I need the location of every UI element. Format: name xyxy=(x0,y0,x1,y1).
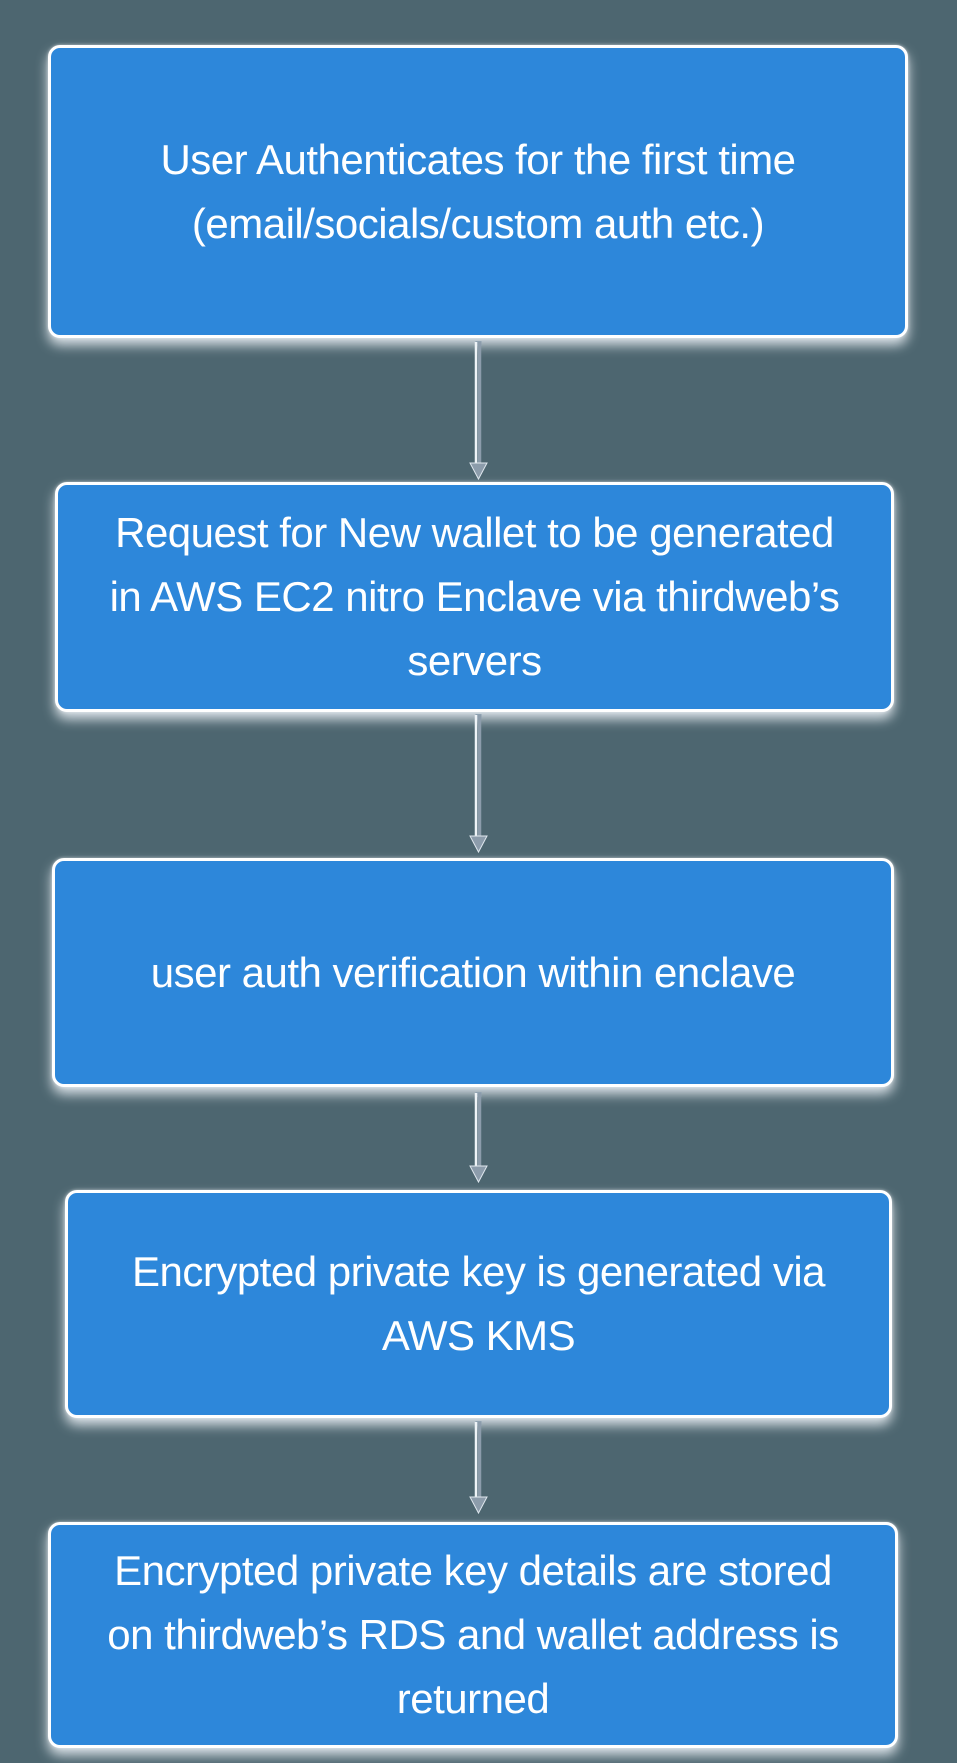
flow-arrow-4 xyxy=(469,1421,488,1515)
node-label: User Authenticates for the first time (e… xyxy=(160,128,796,256)
arrowhead-icon xyxy=(469,835,488,854)
node-label-line: on thirdweb’s RDS and wallet address is xyxy=(107,1611,839,1658)
node-label: Request for New wallet to be generated i… xyxy=(110,501,840,693)
node-label-line: Request for New wallet to be generated xyxy=(115,509,834,556)
arrowhead-icon xyxy=(469,1496,488,1515)
flow-node-request-new-wallet: Request for New wallet to be generated i… xyxy=(55,482,894,712)
node-label-line: User Authenticates for the first time xyxy=(160,135,796,183)
flow-arrow-2 xyxy=(469,714,488,854)
arrowhead-icon xyxy=(469,462,488,481)
flow-node-key-generation: Encrypted private key is generated via A… xyxy=(65,1190,892,1418)
node-label-line: in AWS EC2 nitro Enclave via thirdweb’s xyxy=(109,573,840,620)
node-label: Encrypted private key details are stored… xyxy=(107,1539,839,1731)
flow-arrow-3 xyxy=(469,1092,488,1184)
node-label: Encrypted private key is generated via A… xyxy=(131,1240,826,1368)
node-label-line: Encrypted private key is generated via xyxy=(131,1248,826,1295)
node-label-line: user auth verification within enclave xyxy=(150,948,796,996)
flow-node-user-authenticates: User Authenticates for the first time (e… xyxy=(48,45,908,338)
node-label-line: returned xyxy=(396,1675,550,1722)
node-label-line: AWS KMS xyxy=(381,1312,576,1359)
flow-arrow-1 xyxy=(469,341,488,481)
node-label: user auth verification within enclave xyxy=(151,941,796,1005)
node-label-line: servers xyxy=(407,637,542,684)
arrowhead-icon xyxy=(469,1165,488,1184)
node-label-line: (email/socials/custom auth etc.) xyxy=(191,199,765,247)
node-label-line: Encrypted private key details are stored xyxy=(114,1547,832,1594)
flow-node-key-storage: Encrypted private key details are stored… xyxy=(48,1522,898,1748)
flow-node-auth-verification: user auth verification within enclave xyxy=(52,858,894,1087)
